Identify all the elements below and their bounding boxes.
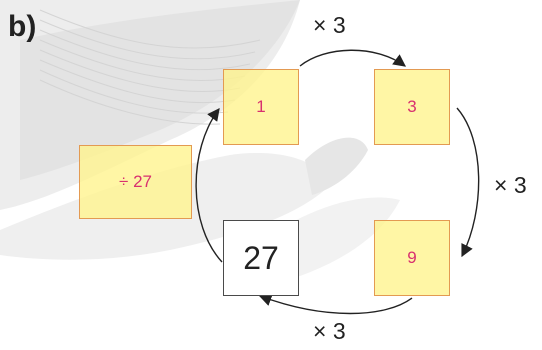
operation-right: × 3 — [494, 172, 527, 198]
box-twenty-seven-value: 27 — [243, 239, 279, 276]
box-three: 3 — [374, 69, 450, 145]
box-nine-value: 9 — [407, 248, 417, 267]
box-divide-value: ÷ 27 — [119, 172, 152, 191]
box-twenty-seven: 27 — [223, 220, 299, 296]
arrow-27-to-1 — [195, 107, 223, 263]
arrow-3-to-9 — [456, 107, 480, 258]
box-one-value: 1 — [256, 97, 266, 116]
operation-bottom: × 3 — [313, 318, 346, 344]
box-divide: ÷ 27 — [79, 145, 192, 219]
box-three-value: 3 — [407, 97, 417, 116]
box-nine: 9 — [374, 220, 450, 296]
box-one: 1 — [223, 69, 299, 145]
arrow-1-to-3 — [299, 49, 407, 67]
part-label: b) — [8, 10, 37, 43]
operation-top: × 3 — [313, 12, 346, 38]
arrow-9-to-27 — [258, 294, 413, 315]
